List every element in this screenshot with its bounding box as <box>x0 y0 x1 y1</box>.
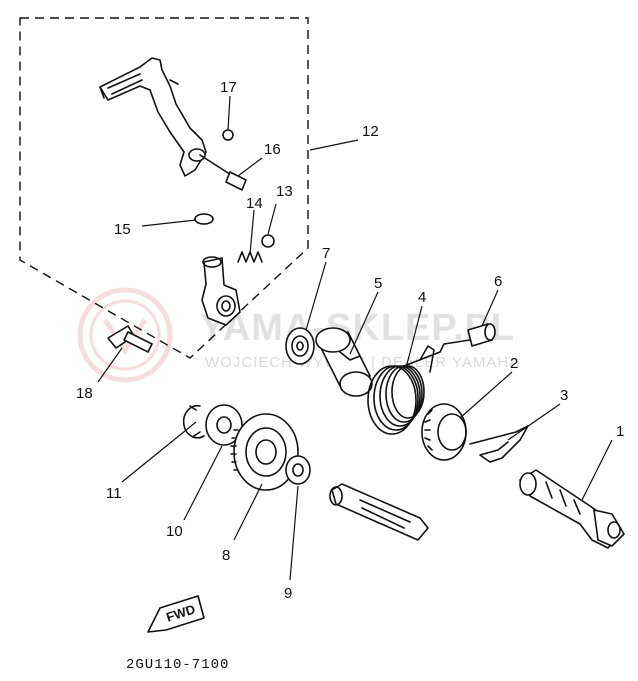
callout-16: 16 <box>264 141 281 158</box>
callout-11: 11 <box>106 485 122 502</box>
callout-4: 4 <box>418 289 426 306</box>
callout-15: 15 <box>114 221 131 238</box>
callout-1: 1 <box>616 423 624 440</box>
callout-12: 12 <box>362 123 379 140</box>
diagram-code: 2GU110-7100 <box>126 657 229 673</box>
part-11-circlip <box>182 404 205 439</box>
callout-13: 13 <box>276 183 293 200</box>
callout-18: 18 <box>76 385 93 402</box>
part-5-collar <box>315 327 373 397</box>
callout-9: 9 <box>284 585 292 602</box>
callout-17: 17 <box>220 79 237 96</box>
callouts: 1 2 3 4 5 6 7 8 9 10 11 12 13 14 15 16 1… <box>76 79 624 602</box>
part-15-oring <box>194 213 214 225</box>
callout-2: 2 <box>510 355 518 372</box>
callout-6: 6 <box>494 273 502 290</box>
watermark-logo-icon <box>77 287 173 383</box>
part-9-washer <box>285 455 311 485</box>
watermark-brand: YAMA-SKLEP.PL <box>200 307 515 349</box>
callout-3: 3 <box>560 387 568 404</box>
assembly-12-boundary <box>19 17 309 359</box>
callout-5: 5 <box>374 275 382 292</box>
part-10-washer <box>205 404 243 446</box>
part-7-bearing <box>285 327 315 365</box>
part-16-bolt <box>199 154 247 191</box>
callout-10: 10 <box>166 523 183 540</box>
part-6-spring-guide <box>439 323 496 353</box>
callout-7: 7 <box>322 245 330 262</box>
part-13-ball <box>261 234 275 248</box>
fwd-arrow-icon: FWD <box>147 595 205 633</box>
part-4-torsion-spring <box>367 345 441 435</box>
callout-8: 8 <box>222 547 230 564</box>
leader-lines <box>97 95 613 581</box>
kick-lever-part <box>99 57 207 177</box>
lever-boss-part <box>201 256 241 326</box>
part-2-ratchet <box>421 403 467 461</box>
part-18-bolt <box>107 325 153 353</box>
callout-14: 14 <box>246 195 263 212</box>
part-3-clip <box>469 425 529 463</box>
part-8-kick-gear <box>230 413 299 491</box>
part-17-ball <box>222 129 234 141</box>
part-1-kick-shaft <box>519 469 625 549</box>
countershaft-reference <box>329 483 429 541</box>
